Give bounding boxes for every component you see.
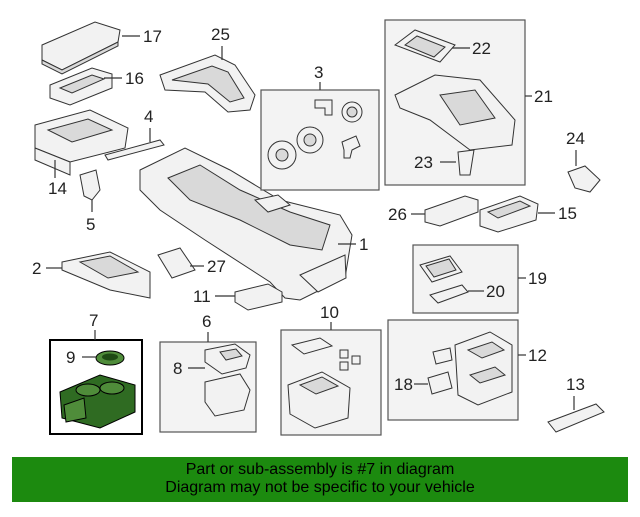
part-20-bracket [429,284,469,304]
callout-3: 3 [314,63,323,82]
callout-8: 8 [173,359,182,378]
part-4-strip [104,139,165,161]
part-7-cupholder-highlighted [59,374,136,429]
callout-12: 12 [528,346,547,365]
callout-16: 16 [125,69,144,88]
part-12-panel [432,331,513,406]
callout-10: 10 [320,303,339,322]
callout-20: 20 [486,282,505,301]
callout-24: 24 [566,129,585,148]
part-19-display [419,255,463,283]
callout-25: 25 [211,25,230,44]
part-16-tray [49,67,113,106]
part-27-pad [157,247,196,279]
callout-14: 14 [48,179,67,198]
info-banner: Part or sub-assembly is #7 in diagram Di… [12,457,628,502]
part-5-clip [79,169,101,201]
callout-18: 18 [394,375,413,394]
part-11-rail [234,283,283,311]
part-25-trim-strip [159,54,256,113]
callout-9: 9 [66,348,75,367]
part-24-insert [567,165,601,193]
callout-11: 11 [193,287,211,306]
callout-26: 26 [388,205,407,224]
callout-13: 13 [566,375,585,394]
callout-23: 23 [414,153,433,172]
callout-22: 22 [472,39,491,58]
part-22-bezel [393,29,456,63]
callout-4: 4 [144,107,153,126]
part-13-strip [547,403,605,433]
box-19 [412,244,519,314]
callout-2: 2 [32,259,41,278]
part-10-assembly [287,337,361,429]
part-23-clip [457,149,475,176]
callout-17: 17 [143,27,162,46]
part-26-trim [424,195,479,227]
part-9-ring-highlighted [95,350,125,366]
part-3-knobs [267,99,363,170]
part-1-console [139,147,353,301]
part-6-holder [204,343,251,417]
part-21-panel [394,74,516,151]
callout-7: 7 [89,311,98,330]
callout-15: 15 [558,204,577,223]
banner-line-1: Part or sub-assembly is #7 in diagram [185,461,455,478]
callout-21: 21 [534,87,553,106]
callout-1: 1 [359,235,368,254]
part-17-armrest-lid [41,21,121,75]
banner-line-2: Diagram may not be specific to your vehi… [165,479,475,496]
callout-27: 27 [207,257,226,276]
part-14-bracket [34,109,129,176]
callout-6: 6 [202,312,211,331]
part-15-lid [479,195,539,233]
callout-5: 5 [86,215,95,234]
callout-19: 19 [528,269,547,288]
part-18-pad [427,371,453,395]
part-2-lower-bracket [61,251,151,299]
